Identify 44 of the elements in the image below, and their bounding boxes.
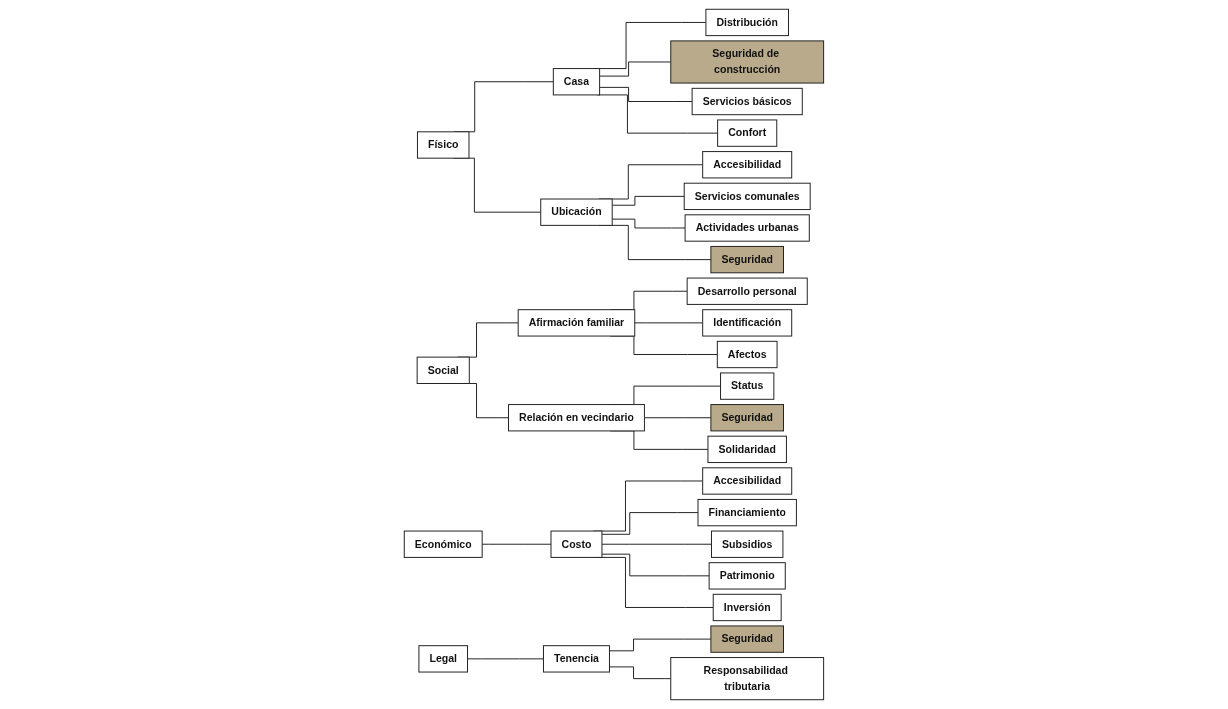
node-box: Accesibilidad — [702, 151, 793, 179]
node-box: Seguridad de construcción — [670, 40, 825, 84]
connector — [634, 322, 704, 324]
node-box: Confort — [717, 119, 778, 147]
connector — [609, 638, 712, 652]
connector — [611, 218, 686, 229]
node-box: Servicios básicos — [691, 87, 803, 116]
node-box: Accesibilidad — [702, 467, 793, 495]
connector — [643, 417, 712, 419]
node-box: Status — [720, 372, 775, 400]
node-box: Relación en vecindario — [508, 404, 645, 432]
node-box: Seguridad — [710, 404, 785, 432]
node-box: Responsabilidad tributaria — [670, 657, 825, 701]
node-box: Solidaridad — [707, 435, 787, 464]
connector — [601, 512, 699, 535]
node-box: Legal — [418, 645, 469, 673]
node-box: Financiamiento — [697, 498, 797, 527]
node-box: Seguridad — [710, 245, 785, 274]
connector — [599, 86, 693, 102]
node-box: Desarrollo personal — [686, 277, 808, 305]
connector — [601, 553, 710, 577]
node-box: Actividades urbanas — [684, 214, 810, 242]
node-box: Inversión — [712, 593, 782, 622]
node-box: Identificación — [702, 309, 793, 337]
connector — [599, 61, 672, 77]
node-box: Servicios comunales — [683, 182, 811, 211]
node-box: Ubicación — [540, 198, 613, 226]
connector — [467, 658, 544, 660]
node-box: Económico — [403, 530, 483, 558]
connector — [481, 543, 552, 545]
node-box: Costo — [550, 530, 603, 558]
node-box: Afirmación familiar — [517, 309, 636, 337]
connector — [609, 666, 672, 680]
connector — [601, 543, 712, 545]
node-box: Social — [416, 356, 470, 384]
node-box: Patrimonio — [708, 562, 786, 590]
node-box: Distribución — [705, 8, 790, 37]
node-box: Físico — [417, 131, 470, 159]
node-box: Afectos — [716, 340, 778, 369]
node-box: Subsidios — [711, 530, 784, 558]
node-box: Seguridad — [710, 625, 785, 653]
connector — [611, 195, 685, 206]
node-box: Tenencia — [543, 645, 610, 673]
node-box: Casa — [552, 68, 601, 96]
